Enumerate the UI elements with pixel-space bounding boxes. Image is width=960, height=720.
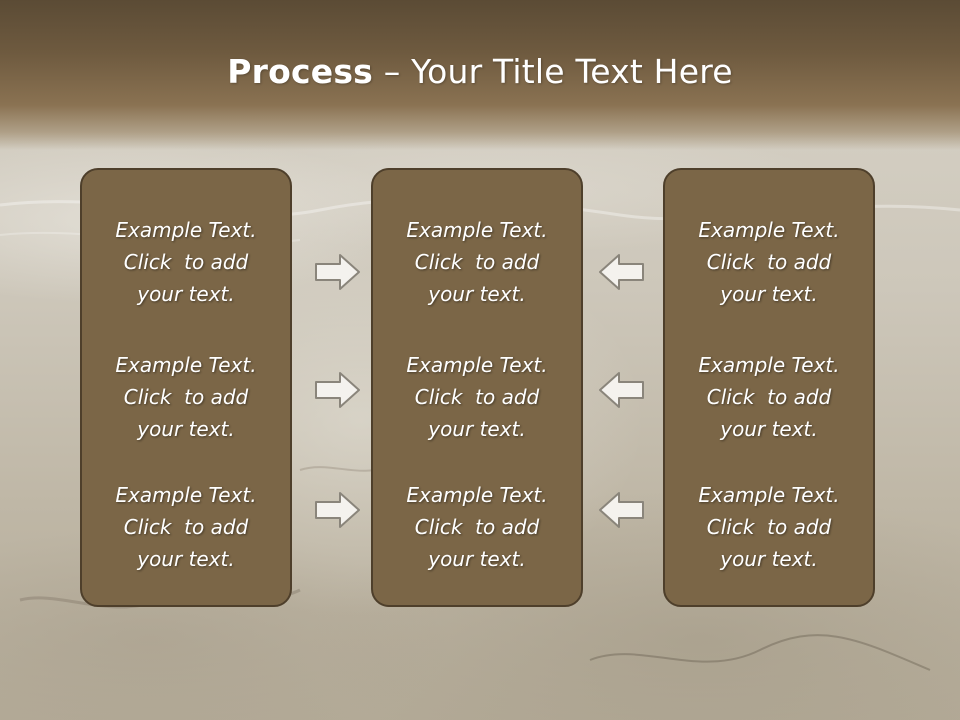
text-line: Click to add xyxy=(414,385,540,409)
process-box-left[interactable]: Example Text. Click to add your text. Ex… xyxy=(80,168,292,607)
process-box-center[interactable]: Example Text. Click to add your text. Ex… xyxy=(371,168,583,607)
text-line: Example Text. xyxy=(698,353,840,377)
text-line: your text. xyxy=(137,282,235,306)
arrow-right-icon[interactable] xyxy=(314,370,362,410)
text-placeholder[interactable]: Example Text. Click to add your text. xyxy=(373,479,581,575)
text-line: Example Text. xyxy=(115,483,257,507)
text-line: Example Text. xyxy=(406,353,548,377)
arrow-right-icon[interactable] xyxy=(314,490,362,530)
text-line: your text. xyxy=(720,547,818,571)
arrow-left-icon[interactable] xyxy=(597,370,645,410)
text-line: Example Text. xyxy=(406,483,548,507)
text-line: your text. xyxy=(428,417,526,441)
text-line: Example Text. xyxy=(115,218,257,242)
title-band xyxy=(0,0,960,150)
text-line: Click to add xyxy=(414,515,540,539)
text-placeholder[interactable]: Example Text. Click to add your text. xyxy=(82,214,290,310)
text-line: Example Text. xyxy=(115,353,257,377)
text-line: your text. xyxy=(137,417,235,441)
text-line: Example Text. xyxy=(406,218,548,242)
text-line: Example Text. xyxy=(698,218,840,242)
text-placeholder[interactable]: Example Text. Click to add your text. xyxy=(665,214,873,310)
text-line: Click to add xyxy=(123,385,249,409)
text-line: your text. xyxy=(720,282,818,306)
text-placeholder[interactable]: Example Text. Click to add your text. xyxy=(373,349,581,445)
text-line: Click to add xyxy=(414,250,540,274)
slide-title[interactable]: Process – Your Title Text Here xyxy=(0,52,960,91)
title-rest: – Your Title Text Here xyxy=(373,52,733,91)
text-line: your text. xyxy=(428,282,526,306)
text-placeholder[interactable]: Example Text. Click to add your text. xyxy=(665,479,873,575)
text-placeholder[interactable]: Example Text. Click to add your text. xyxy=(82,349,290,445)
text-line: Click to add xyxy=(706,250,832,274)
text-placeholder[interactable]: Example Text. Click to add your text. xyxy=(82,479,290,575)
text-line: your text. xyxy=(137,547,235,571)
title-bold: Process xyxy=(227,52,374,91)
text-line: Example Text. xyxy=(698,483,840,507)
text-placeholder[interactable]: Example Text. Click to add your text. xyxy=(373,214,581,310)
arrow-right-icon[interactable] xyxy=(314,252,362,292)
process-box-right[interactable]: Example Text. Click to add your text. Ex… xyxy=(663,168,875,607)
text-line: Click to add xyxy=(706,385,832,409)
text-line: your text. xyxy=(720,417,818,441)
arrow-left-icon[interactable] xyxy=(597,490,645,530)
text-line: Click to add xyxy=(706,515,832,539)
text-line: your text. xyxy=(428,547,526,571)
text-placeholder[interactable]: Example Text. Click to add your text. xyxy=(665,349,873,445)
arrow-left-icon[interactable] xyxy=(597,252,645,292)
text-line: Click to add xyxy=(123,515,249,539)
text-line: Click to add xyxy=(123,250,249,274)
